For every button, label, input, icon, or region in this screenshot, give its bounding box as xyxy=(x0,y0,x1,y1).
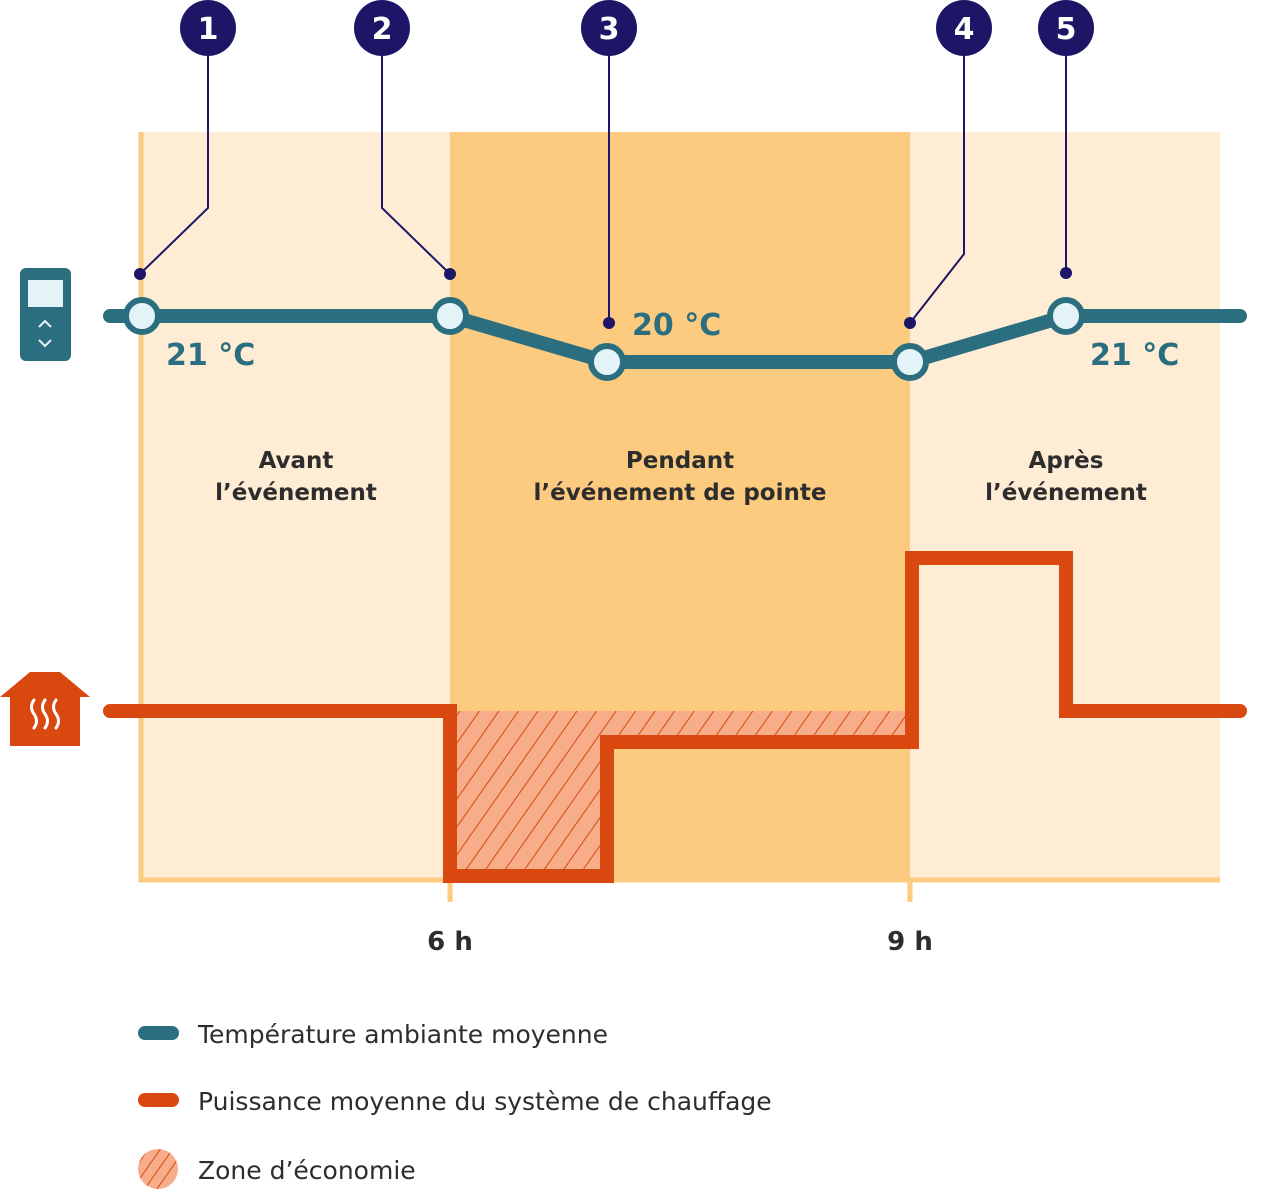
marker-2-label: 2 xyxy=(372,12,393,47)
phase-after-line2: l’événement xyxy=(985,480,1147,506)
temp-label-after: 21 °C xyxy=(1090,338,1179,373)
marker-1-label: 1 xyxy=(198,12,219,47)
phase-during-line1: Pendant xyxy=(626,448,734,474)
marker-5: 5 xyxy=(1038,0,1094,56)
leader-line-2 xyxy=(381,54,451,275)
marker-4-label: 4 xyxy=(954,12,975,47)
legend-temperature-label: Température ambiante moyenne xyxy=(197,1020,608,1049)
leader-dot-4 xyxy=(904,317,916,329)
phase-after-line1: Après xyxy=(1029,448,1104,474)
power-line xyxy=(103,551,1247,883)
temp-node-5 xyxy=(1047,297,1085,335)
marker-5-label: 5 xyxy=(1056,12,1077,47)
phase-during-line2: l’événement de pointe xyxy=(534,480,827,506)
legend-savings-label: Zone d’économie xyxy=(198,1156,416,1185)
phase-before-line2: l’événement xyxy=(215,480,377,506)
temp-node-4 xyxy=(891,343,929,381)
leader-dot-3 xyxy=(603,317,615,329)
marker-3: 3 xyxy=(581,0,637,56)
temperature-line xyxy=(103,309,1247,369)
marker-4: 4 xyxy=(936,0,992,56)
time-label-6h: 6 h xyxy=(427,927,473,957)
house-heating-icon xyxy=(0,672,90,746)
time-label-9h: 9 h xyxy=(887,927,933,957)
temp-label-during: 20 °C xyxy=(632,308,721,343)
marker-1: 1 xyxy=(180,0,236,56)
marker-2: 2 xyxy=(354,0,410,56)
leader-line-4 xyxy=(909,54,965,324)
temp-label-before: 21 °C xyxy=(166,338,255,373)
temp-node-2 xyxy=(431,297,469,335)
leader-dot-1 xyxy=(134,268,146,280)
temp-node-3 xyxy=(588,343,626,381)
zone-before-event xyxy=(140,132,450,882)
thermostat-icon xyxy=(20,268,71,361)
leader-dot-5 xyxy=(1060,267,1072,279)
temp-node-1 xyxy=(123,297,161,335)
legend-savings-swatch xyxy=(138,1149,178,1189)
legend-power-label: Puissance moyenne du système de chauffag… xyxy=(198,1087,772,1116)
savings-zone xyxy=(450,711,910,876)
legend: Température ambiante moyenne Puissance m… xyxy=(138,1020,772,1189)
phase-before-line1: Avant xyxy=(259,448,334,474)
leader-dot-2 xyxy=(444,268,456,280)
marker-3-label: 3 xyxy=(599,12,620,47)
leader-line-1 xyxy=(139,54,209,275)
